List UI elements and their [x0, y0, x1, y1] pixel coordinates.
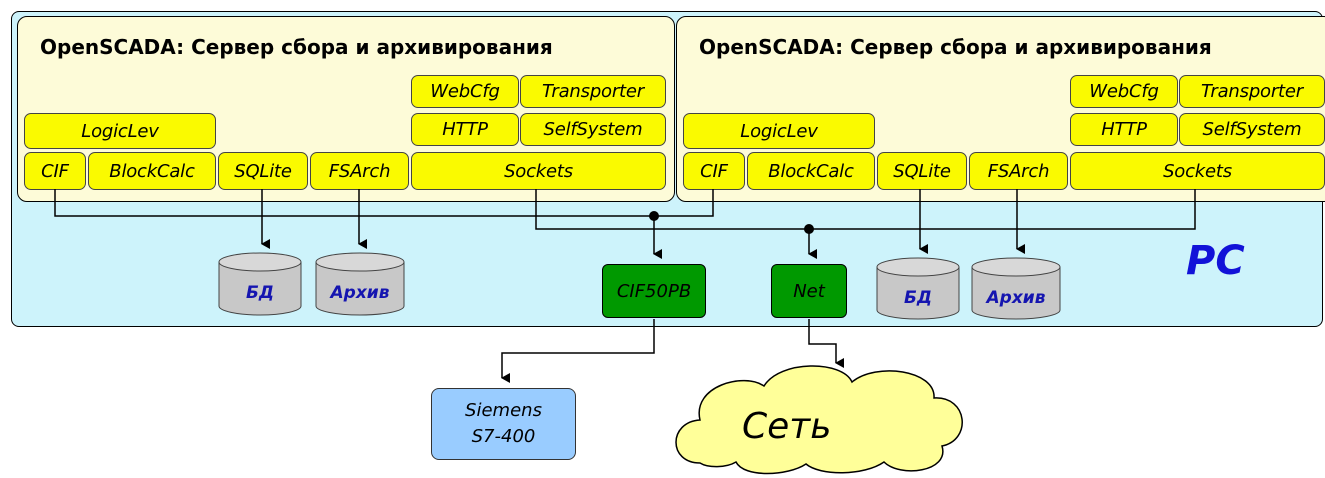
module-transporter[interactable]: Transporter [520, 75, 666, 108]
module-blockcalc[interactable]: BlockCalc [88, 152, 216, 190]
module-cif[interactable]: CIF [24, 152, 86, 190]
siemens-line1: Siemens [465, 400, 542, 421]
cylinder-archive-left: Архив [315, 252, 405, 316]
module-http[interactable]: HTTP [1070, 113, 1178, 146]
connector-cif-bus [54, 189, 714, 217]
connector-to-siemens [501, 319, 655, 383]
module-sqlite[interactable]: SQLite [877, 152, 967, 190]
cylinder-db-right: БД [876, 257, 960, 320]
module-selfsystem[interactable]: SelfSystem [1179, 113, 1325, 146]
module-selfsystem[interactable]: SelfSystem [520, 113, 666, 146]
server-title: OpenSCADA: Сервер сбора и архивирования [40, 35, 553, 59]
module-logiclev[interactable]: LogicLev [24, 113, 216, 149]
server-panel-left: OpenSCADA: Сервер сбора и архивирования … [17, 16, 675, 202]
junction-dot-cif [649, 211, 659, 221]
siemens-line2: S7-400 [471, 426, 536, 447]
server-panel-right: OpenSCADA: Сервер сбора и архивирования … [676, 16, 1325, 202]
module-webcfg[interactable]: WebCfg [411, 75, 519, 108]
module-fsarch[interactable]: FSArch [310, 152, 409, 190]
siemens-plc[interactable]: Siemens S7-400 [431, 388, 576, 460]
module-sqlite[interactable]: SQLite [218, 152, 308, 190]
cylinder-archive-right: Архив [971, 257, 1061, 320]
pc-label: PC [1186, 238, 1245, 284]
hardware-cif50pb[interactable]: CIF50PB [602, 264, 706, 318]
module-blockcalc[interactable]: BlockCalc [747, 152, 875, 190]
module-sockets[interactable]: Sockets [1070, 152, 1325, 190]
cylinder-label-db: БД [246, 283, 274, 303]
hardware-net[interactable]: Net [771, 264, 847, 318]
module-logiclev[interactable]: LogicLev [683, 113, 875, 149]
cylinder-label-db: БД [904, 288, 932, 308]
network-label: Сеть [742, 406, 832, 447]
module-cif[interactable]: CIF [683, 152, 745, 190]
cylinder-db-left: БД [218, 252, 302, 316]
server-title: OpenSCADA: Сервер сбора и архивирования [699, 35, 1212, 59]
junction-dot-net [804, 224, 814, 234]
module-sockets[interactable]: Sockets [411, 152, 666, 190]
module-transporter[interactable]: Transporter [1179, 75, 1325, 108]
module-http[interactable]: HTTP [411, 113, 519, 146]
connector-to-network [808, 319, 844, 368]
cylinder-label-archive: Архив [985, 288, 1046, 308]
module-webcfg[interactable]: WebCfg [1070, 75, 1178, 108]
network-cloud [675, 365, 963, 475]
module-fsarch[interactable]: FSArch [969, 152, 1068, 190]
cylinder-label-archive: Архив [329, 283, 390, 303]
connector-net-bus [535, 189, 1196, 230]
